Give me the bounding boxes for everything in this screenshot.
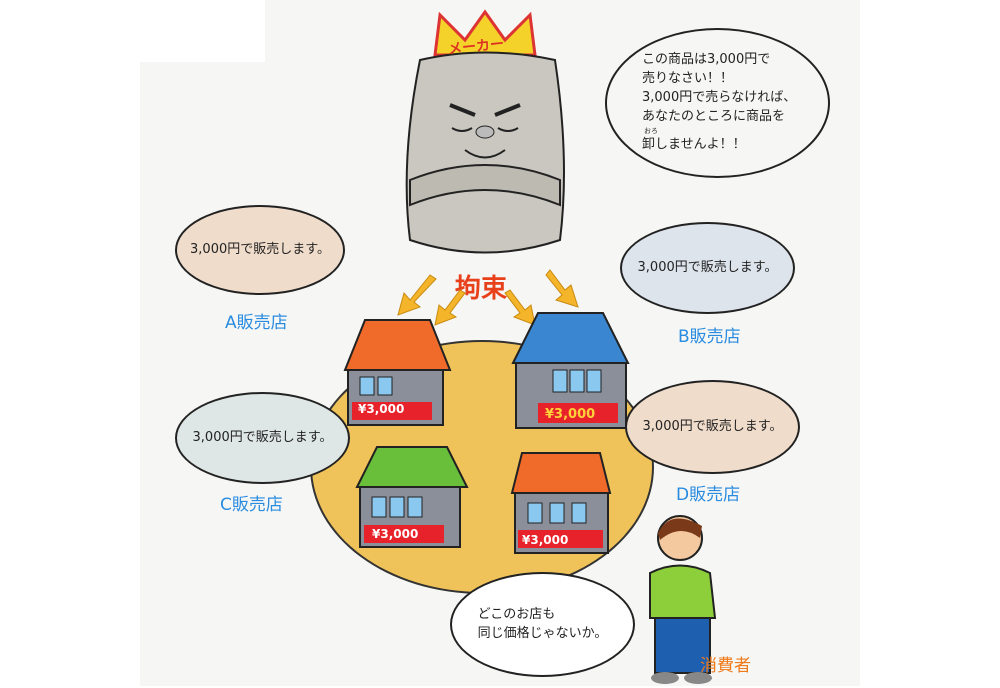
arrow-icons (397, 269, 579, 326)
store-d-speech-bubble: 3,000円で販売します。 (625, 380, 800, 474)
store-d-building (510, 452, 612, 554)
store-d-label: D販売店 (676, 485, 741, 505)
consumer-speech-line: どこのお店も (477, 606, 556, 622)
consumer-speech-line: 同じ価格じゃないか。 (477, 625, 608, 641)
maker-speech-bubble: この商品は3,000円で 売りなさい！！ 3,000円で売らなければ、 あなたの… (605, 28, 830, 178)
maker-speech-line: 卸しませんよ！！ (642, 136, 746, 152)
blank-area (140, 0, 265, 62)
store-a-price-tag: ¥3,000 (358, 402, 405, 416)
store-a-label: A販売店 (225, 313, 288, 333)
restriction-label: 拘束 (455, 274, 508, 304)
ruby-text: おろ (644, 126, 658, 135)
store-a-building (343, 319, 452, 426)
store-d-speech: 3,000円で販売します。 (642, 418, 783, 434)
store-a-speech: 3,000円で販売します。 (190, 241, 330, 257)
maker-character (405, 9, 565, 254)
maker-speech-line: この商品は3,000円で (642, 52, 771, 68)
store-c-speech: 3,000円で販売します。 (192, 429, 333, 445)
store-b-speech: 3,000円で販売します。 (637, 259, 778, 275)
store-c-label: C販売店 (220, 495, 283, 515)
store-d-price-tag: ¥3,000 (522, 533, 569, 547)
consumer-character (649, 515, 717, 684)
store-b-speech-bubble: 3,000円で販売します。 (620, 222, 795, 314)
consumer-speech-bubble: どこのお店も 同じ価格じゃないか。 (450, 572, 635, 677)
store-c-building (355, 446, 469, 548)
maker-speech-line: 3,000円で売らなければ、 (642, 90, 797, 106)
store-c-speech-bubble: 3,000円で販売します。 (175, 392, 350, 484)
store-b-price-tag: ¥3,000 (545, 407, 596, 422)
maker-speech-line: 売りなさい！！ (642, 71, 734, 87)
store-b-label: B販売店 (678, 327, 741, 347)
store-c-price-tag: ¥3,000 (372, 527, 419, 541)
consumer-label: 消費者 (700, 656, 751, 676)
store-a-speech-bubble: 3,000円で販売します。 (175, 205, 345, 295)
store-b-building (511, 312, 630, 429)
maker-speech-line: あなたのところに商品を (642, 108, 786, 124)
